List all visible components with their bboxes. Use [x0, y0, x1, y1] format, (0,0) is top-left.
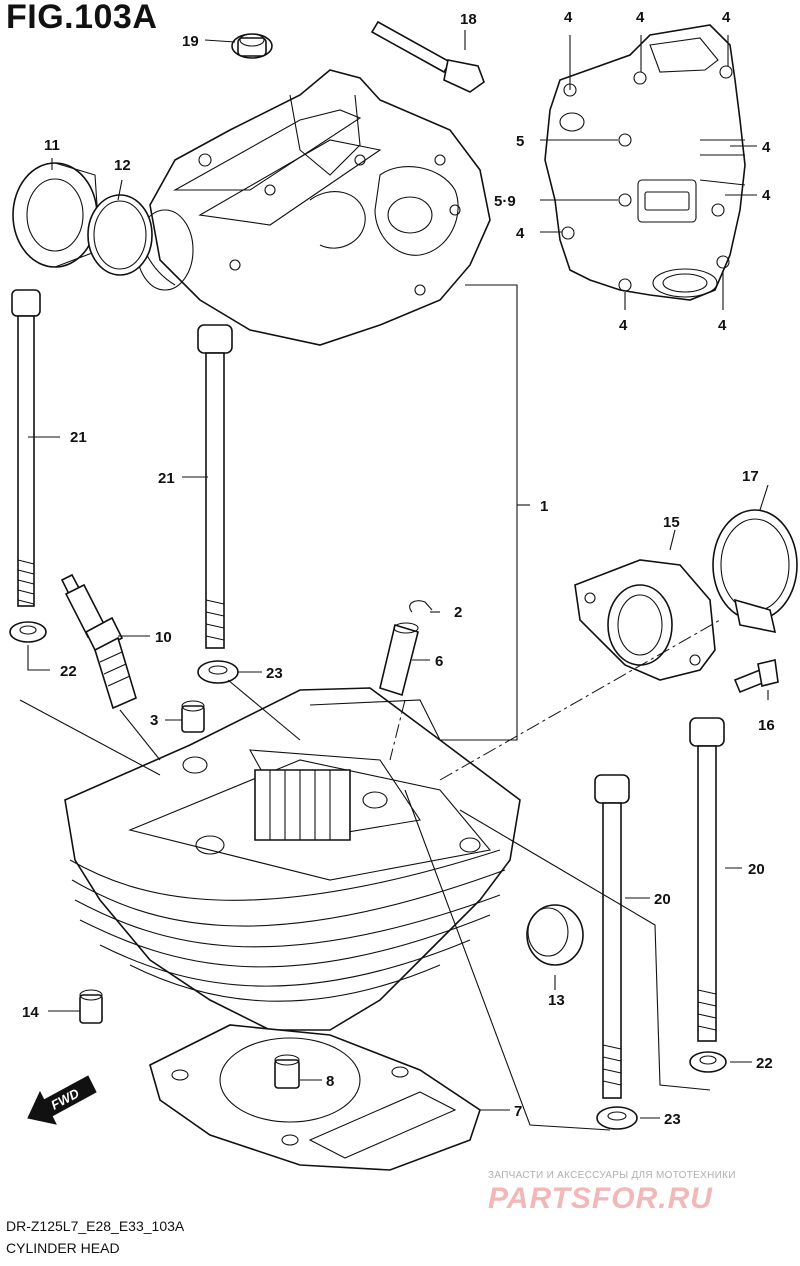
stud-bolt-21-center [197, 324, 233, 649]
callout-21-center: 21 [158, 470, 175, 487]
cap-13 [526, 904, 584, 966]
callout-19: 19 [182, 33, 199, 50]
callout-4-d: 4 [762, 139, 771, 156]
callout-4-b: 4 [636, 9, 645, 26]
screw-16 [733, 659, 779, 694]
callout-8: 8 [326, 1073, 334, 1090]
callout-7: 7 [514, 1103, 522, 1120]
callout-6: 6 [435, 653, 443, 670]
callout-10: 10 [155, 629, 172, 646]
callout-11: 11 [44, 137, 60, 154]
callout-16: 16 [758, 717, 775, 734]
callout-18: 18 [460, 11, 477, 28]
callout-23-bottom: 23 [664, 1111, 681, 1128]
bolt-20-right [689, 717, 725, 1042]
intake-pipe-15 [574, 559, 716, 681]
washer-23-bottom [596, 1106, 638, 1130]
callout-labels: 18 19 11 12 21 21 22 10 23 2 6 3 1 17 15… [22, 9, 775, 1128]
cover-gasket [544, 24, 746, 301]
callout-22-left: 22 [60, 663, 77, 680]
callout-14: 14 [22, 1004, 39, 1021]
callout-20-right: 20 [748, 861, 765, 878]
leader-lines [19, 30, 769, 1131]
callout-22-right: 22 [756, 1055, 773, 1072]
cylinder-head-1 [64, 687, 521, 1031]
callout-13: 13 [548, 992, 565, 1009]
plug-11 [12, 162, 101, 268]
model-code: DR-Z125L7_E28_E33_103A [6, 1218, 185, 1234]
stud-bolt-21-left [11, 289, 41, 607]
callout-5-9: 5·9 [494, 193, 516, 210]
spark-plug-10 [60, 573, 137, 710]
washer-22-right [689, 1051, 727, 1073]
callout-1: 1 [540, 498, 548, 515]
callout-17: 17 [742, 468, 759, 485]
fwd-arrow-icon: FWD [27, 1075, 97, 1125]
callout-5: 5 [516, 133, 524, 150]
figure-title: FIG.103A [6, 0, 158, 36]
bolt-18 [370, 20, 485, 93]
callout-12: 12 [114, 157, 131, 174]
callout-2: 2 [454, 604, 462, 621]
callout-4-e: 4 [762, 187, 771, 204]
washer-22-left [9, 621, 47, 643]
washer-23-top [197, 660, 239, 684]
o-ring-12 [87, 194, 153, 276]
callout-4-a: 4 [564, 9, 573, 26]
dowel-pin-8 [274, 1054, 300, 1089]
callout-20-center: 20 [654, 891, 671, 908]
figure-caption: CYLINDER HEAD [6, 1240, 120, 1256]
flange-nut-19 [231, 33, 273, 59]
callout-4-g: 4 [619, 317, 628, 334]
watermark-tagline: ЗАПЧАСТИ И АКСЕССУАРЫ ДЛЯ МОТОТЕХНИКИ [488, 1170, 736, 1181]
callout-4-f: 4 [516, 225, 525, 242]
head-gasket-7 [149, 1024, 481, 1171]
callout-4-h: 4 [718, 317, 727, 334]
callout-23-top: 23 [266, 665, 283, 682]
callout-4-c: 4 [722, 9, 731, 26]
valve-guide-6 [379, 622, 419, 697]
watermark-logo: PARTSFOR.RU [488, 1182, 713, 1215]
dowel-pin-14 [79, 989, 103, 1024]
hose-clamp-17 [712, 509, 798, 634]
callout-15: 15 [663, 514, 680, 531]
bolt-20-center [594, 774, 630, 1099]
callout-3: 3 [150, 712, 158, 729]
dowel-pin-3 [181, 700, 205, 733]
cylinder-head-cover [136, 69, 491, 346]
callout-21-left: 21 [70, 429, 87, 446]
clip-2 [409, 600, 433, 613]
